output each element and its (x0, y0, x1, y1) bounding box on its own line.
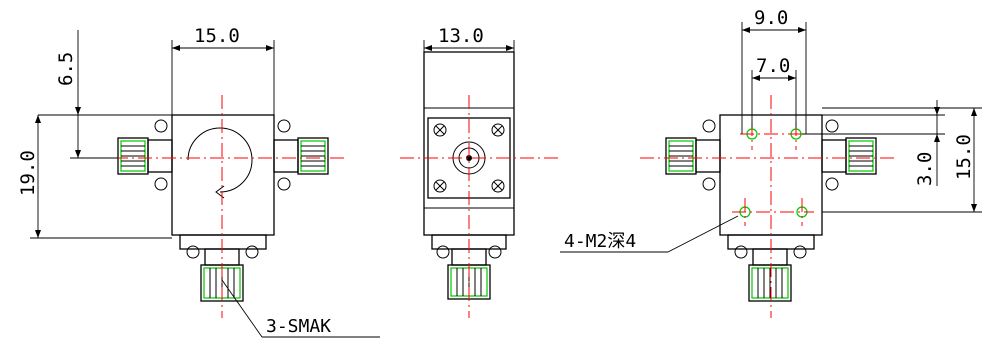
left-bump-br (277, 177, 291, 191)
dim-left-offset: 6.5 (38, 30, 172, 159)
left-view: 15.0 6.5 19.0 3-SMAK (17, 25, 380, 338)
middle-connector-pin (466, 155, 472, 161)
left-bottom-flange (179, 234, 267, 250)
dim-right-inner: 7.0 (751, 55, 797, 128)
dim-left-width: 15.0 (171, 25, 275, 115)
middle-flange-screws (433, 123, 505, 193)
callout-mount-holes: 4-M2深4 (560, 215, 739, 253)
left-housing (171, 114, 275, 236)
callout-connectors: 3-SMAK (221, 279, 380, 338)
middle-view: 13.0 (400, 25, 562, 318)
left-connector-east (273, 137, 329, 175)
left-connector-west (117, 137, 173, 175)
dim-middle-width-text: 13.0 (438, 25, 484, 47)
dim-right-inner-text: 7.0 (756, 55, 790, 77)
callout-mount-holes-text: 4-M2深4 (564, 231, 636, 252)
mounting-holes (739, 128, 808, 218)
left-bump-b1 (186, 245, 200, 259)
left-bump-tl (154, 119, 168, 133)
right-connector-south (748, 248, 792, 302)
dim-left-width-text: 15.0 (194, 25, 240, 47)
dim-left-offset-text: 6.5 (55, 52, 77, 86)
left-bump-tr (277, 119, 291, 133)
right-view: 9.0 7.0 3.0 15.0 (560, 7, 982, 318)
dim-left-height: 19.0 (17, 115, 172, 239)
dim-middle-width: 13.0 (423, 25, 515, 52)
dim-right-hole-offset: 3.0 (802, 100, 945, 186)
right-connector-west (665, 137, 721, 175)
dim-right-outer: 9.0 (741, 7, 807, 134)
dim-right-height: 15.0 (822, 107, 982, 213)
callout-connectors-text: 3-SMAK (266, 316, 331, 337)
dim-left-height-text: 19.0 (17, 150, 39, 196)
circulation-arrow-icon (187, 127, 253, 193)
dim-right-hole-offset-text: 3.0 (914, 152, 936, 186)
dim-right-height-text: 15.0 (953, 134, 975, 180)
left-bump-b2 (245, 245, 259, 259)
right-connector-east (821, 137, 877, 175)
dim-right-outer-text: 9.0 (754, 7, 788, 29)
left-bump-bl (154, 177, 168, 191)
